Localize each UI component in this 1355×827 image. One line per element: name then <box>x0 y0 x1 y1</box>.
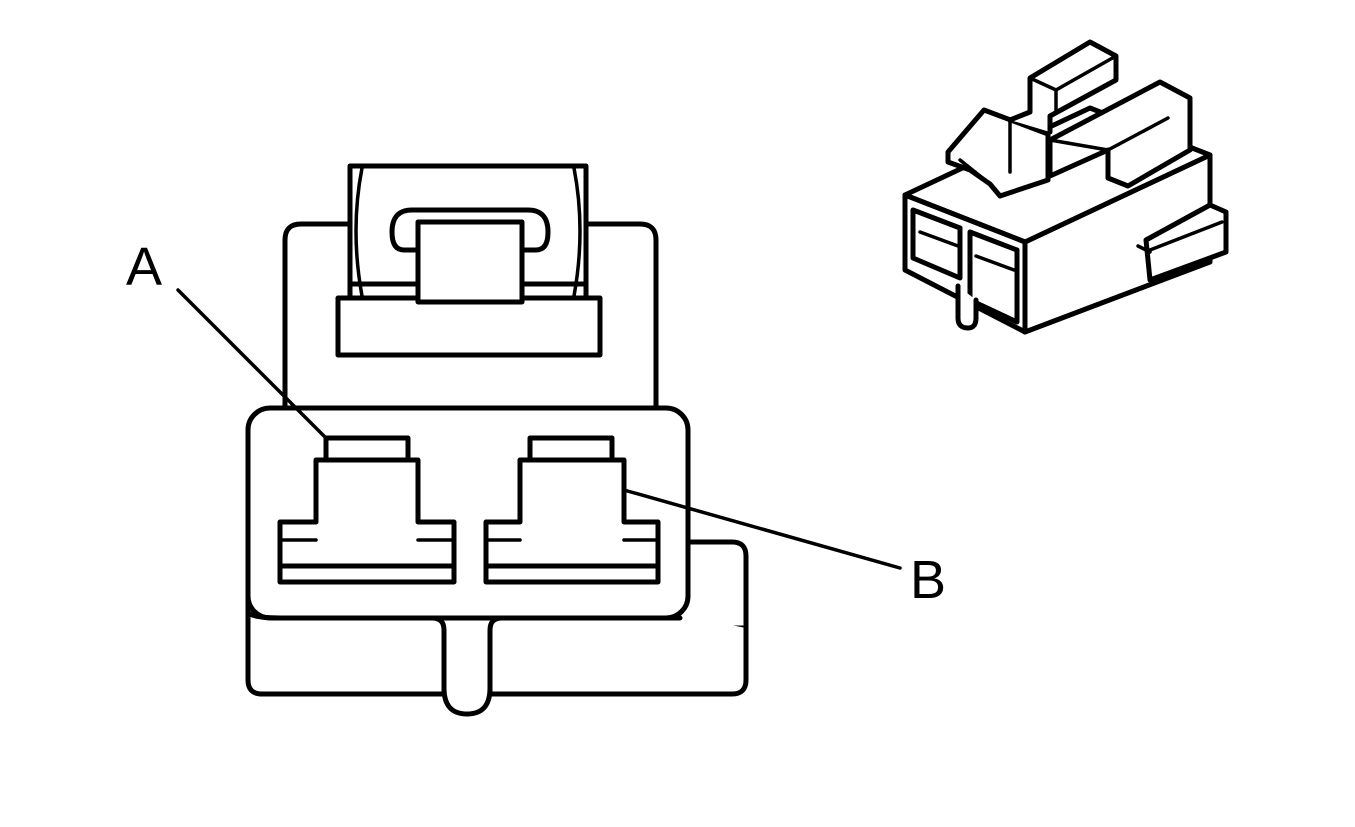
leader-line-a <box>176 288 328 440</box>
connector-face-view: A B <box>126 163 946 717</box>
leader-line-b <box>622 488 902 570</box>
latch <box>335 163 603 358</box>
iso-side-ramp <box>1143 202 1229 283</box>
terminal-cavity-a <box>277 435 457 585</box>
callout-label-a: A <box>126 237 162 297</box>
connector-isometric-view <box>902 39 1229 335</box>
iso-bottom-key <box>955 283 979 331</box>
terminal-cavity-b <box>483 435 661 585</box>
side-tab <box>685 539 749 631</box>
iso-latch-housing <box>1047 79 1193 189</box>
callout-label-b: B <box>910 550 946 610</box>
inner-shell-line <box>247 611 447 697</box>
